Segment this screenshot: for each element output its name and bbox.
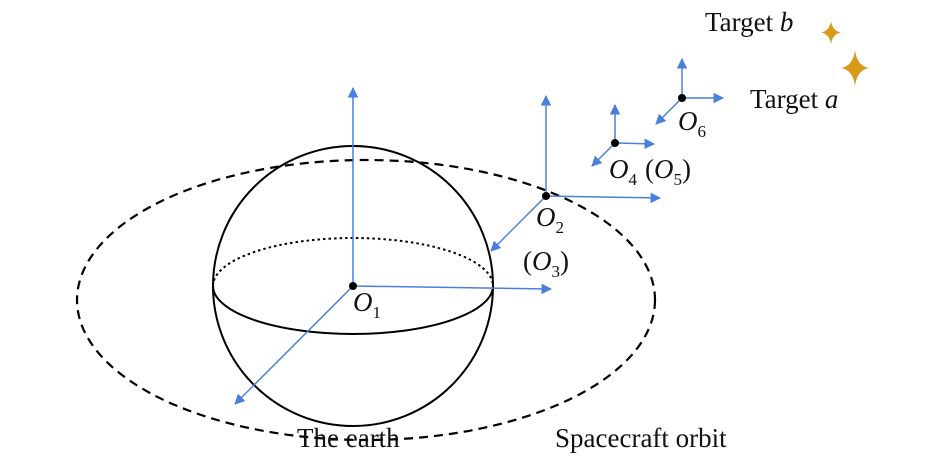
target-a-label: Target a — [750, 84, 838, 114]
spacecraft-orbit-ellipse — [75, 158, 657, 442]
o4-x-axis — [614, 138, 656, 150]
o4-o5-label: O4(O5) — [609, 154, 691, 189]
o2-x-axis — [545, 192, 662, 204]
o1-label: O1 — [353, 287, 381, 322]
o6-label: O6 — [678, 106, 706, 141]
earth-equator-front — [212, 285, 494, 335]
target-b-star-icon — [821, 21, 841, 44]
o6-point — [678, 94, 686, 102]
frame-o2 — [490, 94, 662, 252]
o6-y-axis — [655, 97, 683, 125]
o1-y-axis — [234, 285, 354, 405]
o2-label: O2 — [536, 202, 564, 237]
o1-x-axis — [352, 283, 553, 295]
target-b-label: Target b — [705, 7, 793, 37]
target-a-star-icon — [841, 50, 869, 86]
o2-y-axis — [490, 195, 547, 252]
o2-point — [542, 192, 550, 200]
frame-o4 — [591, 103, 656, 167]
earth-label: The earth — [297, 423, 400, 453]
o4-y-axis — [591, 142, 616, 167]
frame-o1 — [234, 86, 553, 405]
o1-point — [349, 282, 357, 290]
frame-o6 — [655, 57, 725, 125]
earth-equator-back — [212, 237, 494, 287]
orbit-label: Spacecraft orbit — [555, 423, 727, 453]
o4-point — [611, 139, 619, 147]
o3-label: (O3) — [523, 246, 569, 281]
